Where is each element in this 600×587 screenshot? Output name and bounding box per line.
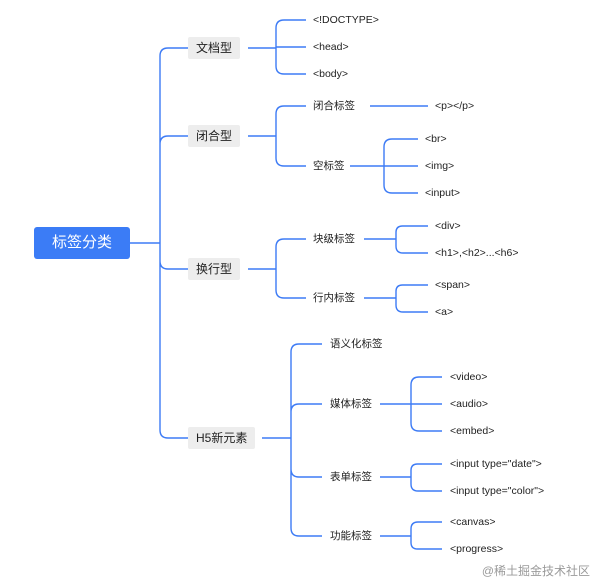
leaf-div: <div> (435, 220, 461, 232)
leaf-br: <br> (425, 133, 447, 145)
leaf-input: <input> (425, 187, 461, 199)
edges-func (380, 521, 442, 550)
leaf-headings: <h1>,<h2>...<h6> (435, 247, 519, 259)
leaf-doctype: <!DOCTYPE> (313, 14, 379, 26)
edges-closed (248, 105, 306, 167)
sub-paired-tags: 闭合标签 (313, 100, 355, 112)
branch-closed: 闭合型 (188, 125, 241, 147)
edges-display (248, 238, 306, 299)
branch-display: 换行型 (188, 258, 241, 280)
edges-empty (350, 138, 418, 194)
root-node: 标签分类 (34, 227, 130, 259)
leaf-input-date: <input type="date"> (450, 458, 542, 470)
leaf-p: <p></p> (435, 100, 475, 112)
leaf-img: <img> (425, 160, 455, 172)
leaf-progress: <progress> (450, 543, 504, 555)
sub-inline-tags: 行内标签 (313, 292, 355, 304)
watermark-text: @稀土掘金技术社区 (481, 564, 590, 578)
branch-h5: H5新元素 (188, 427, 256, 449)
sub-form-tags: 表单标签 (330, 471, 372, 483)
leaf-canvas: <canvas> (450, 516, 496, 528)
leaf-span: <span> (435, 279, 471, 291)
sub-empty-tags: 空标签 (313, 160, 345, 172)
edges-form (380, 463, 442, 492)
leaf-embed: <embed> (450, 425, 495, 437)
sub-block-tags: 块级标签 (313, 233, 355, 245)
leaf-head: <head> (313, 41, 349, 53)
edges-block (364, 225, 428, 254)
sub-function-tags: 功能标签 (330, 530, 372, 542)
leaf-audio: <audio> (450, 398, 488, 410)
branch-doc: 文档型 (188, 37, 241, 59)
leaf-a: <a> (435, 306, 454, 318)
edges-inline (364, 284, 428, 313)
edges-h5 (262, 343, 322, 537)
edges-doc (248, 19, 306, 75)
leaf-input-color: <input type="color"> (450, 485, 545, 497)
edges-media (380, 376, 442, 432)
leaf-body: <body> (313, 68, 349, 80)
sub-semantic-tags: 语义化标签 (330, 338, 383, 350)
sub-media-tags: 媒体标签 (330, 398, 372, 410)
edges-root (130, 47, 188, 439)
leaf-video: <video> (450, 371, 488, 383)
